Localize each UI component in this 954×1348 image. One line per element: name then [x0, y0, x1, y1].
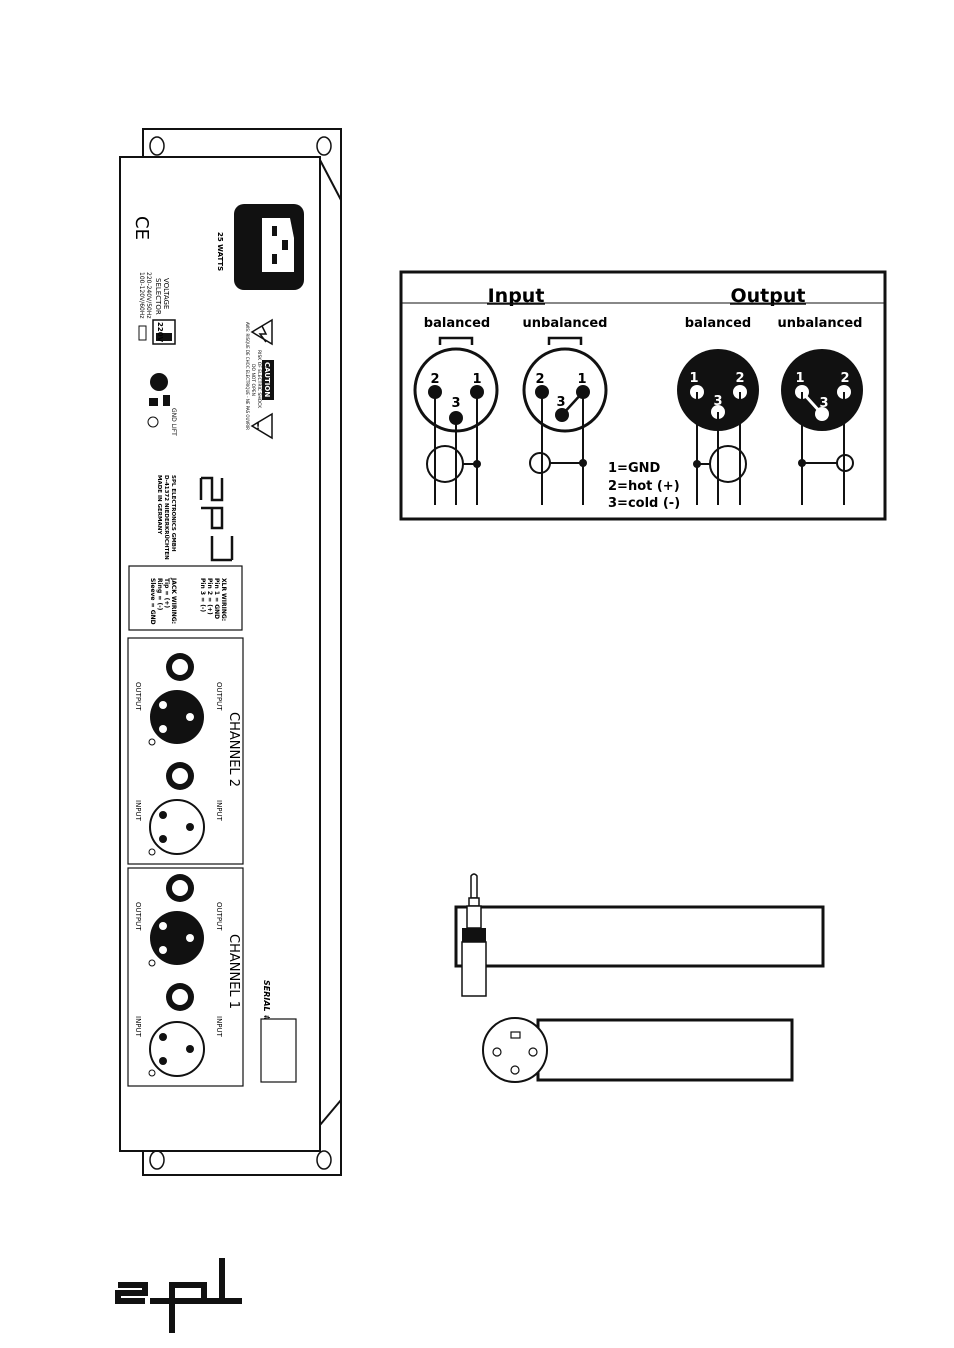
ch1-output-label-right: OUTPUT	[215, 902, 223, 931]
caution-title: CAUTION	[263, 362, 271, 397]
serial-number-box	[260, 1018, 297, 1083]
connector-wiring-diagram: Input Output balanced unbalanced balance…	[399, 270, 887, 521]
channel-1-label: CHANNEL 1	[226, 934, 241, 1009]
xlr-cable-illustration	[482, 1017, 794, 1083]
wiring-xlr-pin3: Pin 3 = (-)	[199, 578, 206, 612]
input-balanced-label: balanced	[424, 316, 490, 331]
manufacturer-line-3: MADE IN GERMANY	[156, 475, 162, 535]
caution-label: CAUTION RISK OF ELECTRIC SHOCK DO NOT OP…	[245, 318, 274, 440]
wiring-jack-sleeve: Sleeve = GND	[149, 578, 156, 625]
jack-cable-illustration	[454, 873, 825, 997]
voltage-selector-switch[interactable]: 220V	[152, 319, 176, 345]
legend-gnd: 1=GND	[608, 461, 660, 476]
in-unbal-pin2: 2	[535, 372, 544, 387]
wiring-title-jack: JACK WIRING:	[170, 577, 177, 624]
serial-label: SERIAL #	[262, 980, 271, 1021]
output-unbalanced-label: unbalanced	[778, 316, 863, 331]
mount-hole	[316, 136, 332, 156]
wiring-jack-ring: Ring = (-)	[156, 578, 163, 611]
ch2-output-label-left: OUTPUT	[134, 682, 142, 711]
output-title: Output	[731, 285, 806, 307]
ch2-output-xlr[interactable]	[150, 690, 204, 744]
out-unbal-pin2: 2	[840, 371, 849, 386]
power-rating-text: 25 WATTS	[216, 232, 224, 271]
ch1-input-label-right: INPUT	[215, 1016, 223, 1038]
xlr-cable-label-box	[536, 1018, 794, 1082]
panel-spl-logo	[199, 476, 234, 562]
manufacturer-line-1: SPL ELECTRONICS GMBH	[170, 475, 176, 552]
out-unbal-pin3: 3	[819, 396, 828, 411]
in-unbal-pin1: 1	[577, 372, 586, 387]
power-socket	[234, 204, 304, 290]
channel-2-section: CHANNEL 2 OUTPUT OUTPUT INPUT INPUT	[127, 637, 244, 865]
voltage-selector-label: VOLTAGE	[162, 278, 170, 309]
gnd-lift-label: GND LIFT	[170, 408, 177, 436]
output-unbalanced-xlr: 1 2 3	[781, 349, 863, 505]
input-title: Input	[488, 285, 545, 307]
ch2-output-label-right: OUTPUT	[215, 682, 223, 711]
voltage-switch-value: 220V	[156, 322, 164, 343]
wiring-label-box	[128, 565, 243, 631]
voltage-selector-label-2: SELECTOR	[154, 278, 162, 315]
wiring-jack-tip: Tip = (+)	[163, 578, 170, 608]
footer-spl-logo	[115, 1258, 242, 1333]
jack-cable-label-box	[454, 905, 825, 968]
mount-hole	[316, 1150, 332, 1170]
ch1-input-xlr[interactable]	[149, 1021, 205, 1077]
legend-hot: 2=hot (+)	[608, 479, 680, 494]
in-bal-pin2: 2	[430, 372, 439, 387]
ch1-input-label-left: INPUT	[134, 1016, 142, 1038]
caution-line-2: DO NOT OPEN	[250, 364, 256, 396]
mount-hole	[149, 136, 165, 156]
manufacturer-line-2: D-41372 NIEDERKRÜCHTEN	[163, 475, 170, 560]
channel-1-section: CHANNEL 1 OUTPUT OUTPUT INPUT INPUT	[127, 867, 244, 1087]
svg-text:!: !	[256, 422, 260, 432]
output-balanced-xlr: 1 2 3	[677, 349, 759, 505]
caution-line-3: AVIS: RISQUE DE CHOC ELECTRIQUE - NE PAS…	[245, 322, 250, 430]
input-balanced-xlr: 2 1 3	[413, 336, 499, 505]
gnd-lift-button[interactable]	[150, 373, 168, 391]
in-bal-pin3: 3	[451, 396, 460, 411]
out-unbal-pin1: 1	[795, 371, 804, 386]
ch1-output-xlr[interactable]	[150, 911, 204, 965]
ch2-input-label-right: INPUT	[215, 800, 223, 822]
ch1-output-label-left: OUTPUT	[134, 902, 142, 931]
wiring-title-xlr: XLR WIRING:	[220, 578, 227, 621]
ground-symbol-icon	[147, 416, 159, 428]
caution-line-1: RISK OF ELECTRIC SHOCK	[256, 350, 262, 409]
mount-hole	[149, 1150, 165, 1170]
output-balanced-label: balanced	[685, 316, 751, 331]
channel-2-label: CHANNEL 2	[226, 712, 241, 787]
in-unbal-pin3: 3	[556, 395, 565, 410]
out-bal-pin3: 3	[713, 394, 722, 409]
legend-cold: 3=cold (-)	[608, 496, 680, 511]
voltage-line-1: 220-240V/50Hz	[145, 272, 152, 319]
ch2-input-xlr[interactable]	[149, 799, 205, 855]
voltage-line-2: 100-120V/60Hz	[138, 272, 145, 319]
out-bal-pin1: 1	[689, 371, 698, 386]
input-unbalanced-label: unbalanced	[523, 316, 608, 331]
ch2-input-label-left: INPUT	[134, 800, 142, 822]
ce-mark: CE	[131, 216, 152, 240]
input-unbalanced-xlr: 2 1 3	[522, 336, 608, 505]
in-bal-pin1: 1	[472, 372, 481, 387]
wiring-xlr-pin2: Pin 2 = (+)	[206, 578, 213, 615]
out-bal-pin2: 2	[735, 371, 744, 386]
wiring-xlr-pin1: Pin 1 = GND	[213, 578, 220, 619]
rear-panel-device: 25 WATTS CE VOLTAGE SELECTOR 220-240V/50…	[119, 128, 342, 1176]
